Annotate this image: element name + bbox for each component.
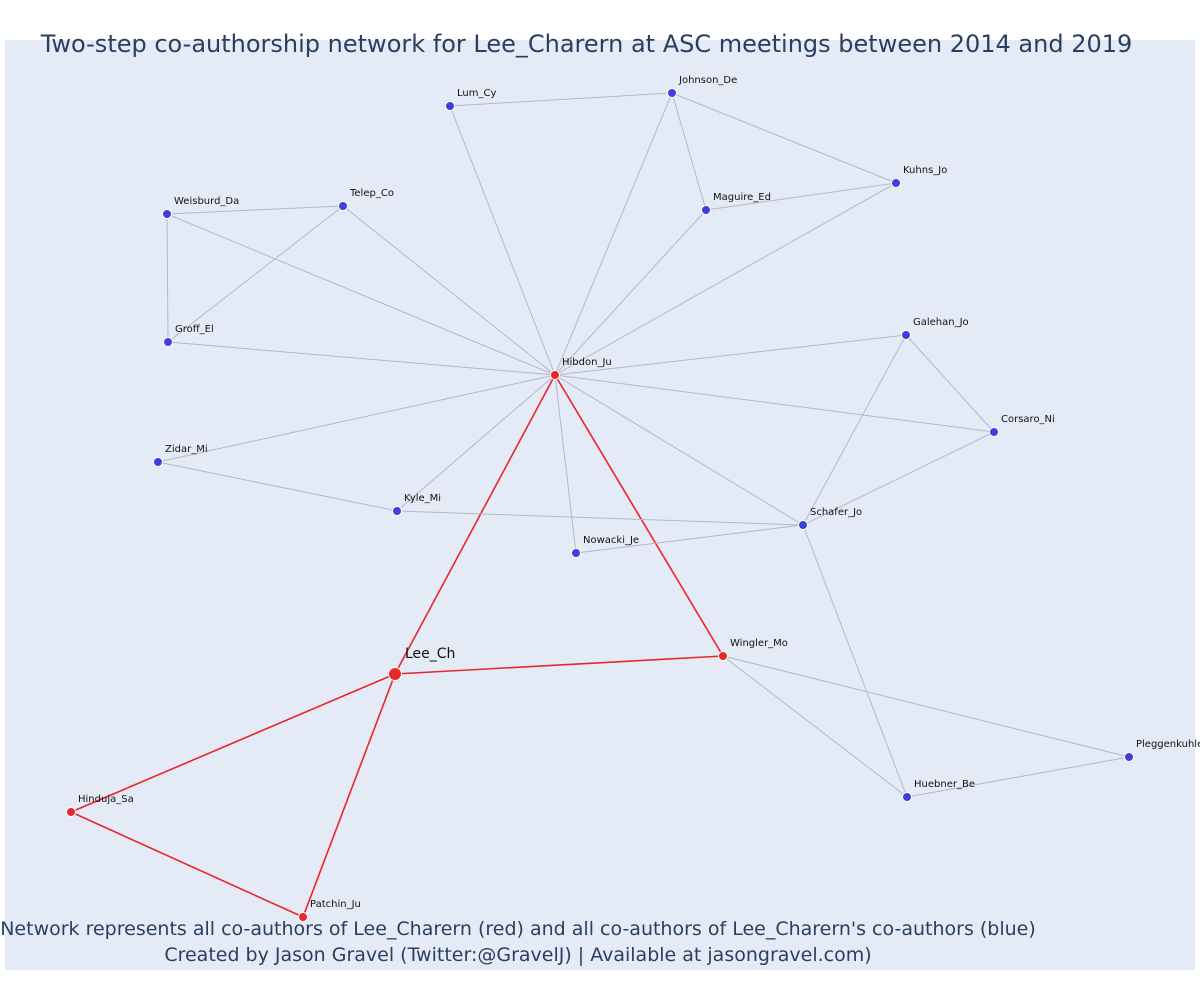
edge-Lee_Ch-Patchin_Ju bbox=[302, 673, 396, 918]
node-label-Hinduja_Sa: Hinduja_Sa bbox=[78, 794, 134, 805]
edge-Galehan_Jo-Schafer_Jo bbox=[802, 334, 907, 526]
node-Galehan_Jo[interactable] bbox=[901, 330, 911, 340]
edge-Johnson_De-Maguire_Ed bbox=[671, 92, 707, 211]
node-label-Hibdon_Ju: Hibdon_Ju bbox=[562, 357, 612, 368]
node-Johnson_De[interactable] bbox=[667, 88, 677, 98]
node-label-Patchin_Ju: Patchin_Ju bbox=[310, 899, 361, 910]
node-label-Corsaro_Ni: Corsaro_Ni bbox=[1001, 414, 1055, 425]
caption-line-1: Network represents all co-authors of Lee… bbox=[0, 918, 1036, 940]
edge-Weisburd_Da-Groff_El bbox=[166, 213, 169, 343]
node-label-Groff_El: Groff_El bbox=[175, 324, 214, 335]
edge-Hibdon_Ju-Zidar_Mi bbox=[157, 374, 556, 463]
edge-Hibdon_Ju-Weisburd_Da bbox=[166, 213, 556, 376]
node-label-Nowacki_Je: Nowacki_Je bbox=[583, 535, 639, 546]
edge-Wingler_Mo-Huebner_Be bbox=[722, 655, 908, 798]
node-label-Johnson_De: Johnson_De bbox=[678, 75, 737, 86]
node-label-Schafer_Jo: Schafer_Jo bbox=[810, 507, 862, 518]
edge-Kyle_Mi-Schafer_Jo bbox=[396, 510, 804, 526]
node-Nowacki_Je[interactable] bbox=[571, 548, 581, 558]
node-label-Zidar_Mi: Zidar_Mi bbox=[165, 444, 208, 455]
plot-area bbox=[5, 40, 1195, 970]
edge-Galehan_Jo-Corsaro_Ni bbox=[905, 334, 995, 433]
edge-Zidar_Mi-Kyle_Mi bbox=[157, 461, 398, 512]
node-label-Lum_Cy: Lum_Cy bbox=[457, 88, 496, 99]
node-label-Lee_Ch: Lee_Ch bbox=[405, 646, 455, 662]
edge-Wingler_Mo-Pleggenkuhle bbox=[722, 655, 1130, 758]
edge-Hibdon_Ju-Johnson_De bbox=[554, 92, 673, 376]
edge-Hibdon_Ju-Galehan_Jo bbox=[554, 334, 907, 376]
edge-Telep_Co-Groff_El bbox=[167, 205, 344, 343]
node-Corsaro_Ni[interactable] bbox=[989, 427, 999, 437]
node-label-Maguire_Ed: Maguire_Ed bbox=[713, 192, 771, 203]
edge-Johnson_De-Kuhns_Jo bbox=[671, 92, 897, 184]
edge-Hibdon_Ju-Corsaro_Ni bbox=[554, 374, 995, 433]
edge-Nowacki_Je-Schafer_Jo bbox=[575, 524, 804, 554]
node-label-Wingler_Mo: Wingler_Mo bbox=[730, 638, 788, 649]
edge-Maguire_Ed-Kuhns_Jo bbox=[705, 182, 897, 211]
node-label-Huebner_Be: Huebner_Be bbox=[914, 779, 975, 790]
node-Lee_Ch[interactable] bbox=[388, 667, 402, 681]
node-Maguire_Ed[interactable] bbox=[701, 205, 711, 215]
edge-Pleggenkuhle-Huebner_Be bbox=[906, 756, 1130, 798]
node-Huebner_Be[interactable] bbox=[902, 792, 912, 802]
edge-Hibdon_Ju-Schafer_Jo bbox=[554, 374, 804, 526]
graph-title: Two-step co-authorship network for Lee_C… bbox=[40, 30, 1133, 58]
node-label-Weisburd_Da: Weisburd_Da bbox=[174, 196, 239, 207]
node-label-Kyle_Mi: Kyle_Mi bbox=[404, 493, 441, 504]
edge-Hinduja_Sa-Patchin_Ju bbox=[70, 811, 304, 918]
node-Hibdon_Ju[interactable] bbox=[550, 370, 560, 380]
node-Groff_El[interactable] bbox=[163, 337, 173, 347]
edge-Corsaro_Ni-Schafer_Jo bbox=[802, 431, 995, 526]
node-Kuhns_Jo[interactable] bbox=[891, 178, 901, 188]
node-label-Pleggenkuhle: Pleggenkuhle bbox=[1136, 739, 1200, 750]
edge-Hibdon_Ju-Telep_Co bbox=[342, 205, 556, 376]
node-Patchin_Ju[interactable] bbox=[298, 912, 308, 922]
edge-Lee_Ch-Wingler_Mo bbox=[394, 655, 724, 675]
node-Kyle_Mi[interactable] bbox=[392, 506, 402, 516]
edge-Schafer_Jo-Huebner_Be bbox=[802, 524, 908, 798]
edge-Hibdon_Ju-Maguire_Ed bbox=[554, 209, 707, 376]
node-label-Telep_Co: Telep_Co bbox=[349, 188, 394, 199]
node-label-Kuhns_Jo: Kuhns_Jo bbox=[903, 165, 947, 176]
node-Schafer_Jo[interactable] bbox=[798, 520, 808, 530]
edge-Weisburd_Da-Telep_Co bbox=[166, 205, 344, 215]
node-Pleggenkuhle[interactable] bbox=[1124, 752, 1134, 762]
labels-layer: Lee_Ch Hibdon_JuWingler_MoHinduja_SaPatch… bbox=[78, 75, 1200, 910]
edge-Lee_Ch-Hinduja_Sa bbox=[70, 673, 396, 813]
node-Telep_Co[interactable] bbox=[338, 201, 348, 211]
node-Lum_Cy[interactable] bbox=[445, 101, 455, 111]
edges-layer bbox=[70, 92, 1130, 918]
node-Weisburd_Da[interactable] bbox=[162, 209, 172, 219]
edge-Hibdon_Ju-Kyle_Mi bbox=[396, 374, 556, 512]
caption-line-2: Created by Jason Gravel (Twitter:@Gravel… bbox=[164, 944, 872, 966]
node-Zidar_Mi[interactable] bbox=[153, 457, 163, 467]
edge-Hibdon_Ju-Lum_Cy bbox=[449, 105, 556, 376]
edge-Hibdon_Ju-Wingler_Mo bbox=[554, 374, 724, 657]
edge-Hibdon_Ju-Groff_El bbox=[167, 341, 556, 376]
edge-Hibdon_Ju-Nowacki_Je bbox=[554, 374, 577, 554]
nodes-layer bbox=[66, 88, 1134, 922]
node-Wingler_Mo[interactable] bbox=[718, 651, 728, 661]
node-label-Galehan_Jo: Galehan_Jo bbox=[913, 317, 969, 328]
edge-Hibdon_Ju-Kuhns_Jo bbox=[554, 182, 897, 376]
node-Hinduja_Sa[interactable] bbox=[66, 807, 76, 817]
edge-Lum_Cy-Johnson_De bbox=[449, 92, 673, 107]
edge-Lee_Ch-Hibdon_Ju bbox=[394, 374, 556, 675]
